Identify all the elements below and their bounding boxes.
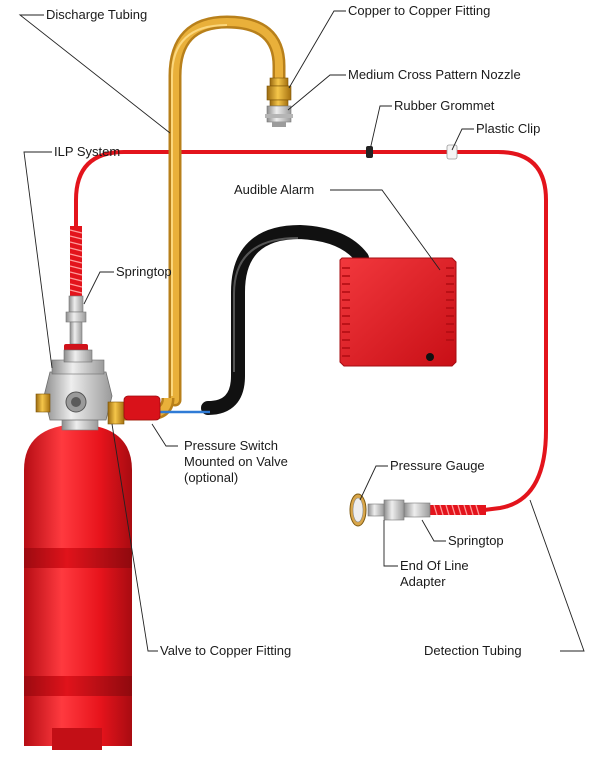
- label-plastic-clip: Plastic Clip: [476, 121, 540, 136]
- ilp-valve: [35, 349, 113, 431]
- copper-to-copper-fitting: [266, 77, 292, 107]
- label-copper-to-copper-fitting: Copper to Copper Fitting: [348, 3, 490, 18]
- pressure-gauge: [349, 493, 367, 527]
- leader-lines: [18, 10, 585, 652]
- label-rubber-grommet: Rubber Grommet: [394, 98, 495, 113]
- label-medium-cross-pattern-nozzle: Medium Cross Pattern Nozzle: [348, 67, 521, 82]
- audible-alarm: [339, 257, 457, 367]
- label-pressure-switch-line1: Pressure Switch: [184, 438, 278, 453]
- label-ilp-system: ILP System: [54, 144, 120, 159]
- end-of-line-adapter: [367, 499, 431, 521]
- valve-to-copper-fitting: [107, 401, 125, 425]
- label-springtop-bottom: Springtop: [448, 533, 504, 548]
- label-detection-tubing: Detection Tubing: [424, 643, 522, 658]
- label-pressure-switch-line2: Mounted on Valve: [184, 454, 288, 469]
- detection-tubing: [74, 150, 548, 512]
- discharge-tubing: [120, 15, 286, 421]
- label-pressure-gauge: Pressure Gauge: [390, 458, 485, 473]
- medium-cross-pattern-nozzle: [265, 105, 293, 127]
- pressure-switch: [123, 395, 161, 421]
- alarm-wire: [120, 224, 369, 415]
- label-pressure-switch-line3: (optional): [184, 470, 238, 485]
- plastic-clip: [446, 144, 458, 160]
- rubber-grommet: [366, 146, 373, 158]
- label-end-of-line-line1: End Of Line: [400, 558, 469, 573]
- agent-cylinder: [24, 424, 132, 750]
- springtop-bottom-coil: [430, 504, 486, 516]
- label-springtop-top: Springtop: [116, 264, 172, 279]
- springtop-top-fitting: [64, 295, 88, 354]
- label-audible-alarm: Audible Alarm: [234, 182, 314, 197]
- label-discharge-tubing: Discharge Tubing: [46, 7, 147, 22]
- label-end-of-line-line2: Adapter: [400, 574, 446, 589]
- label-valve-to-copper-fitting: Valve to Copper Fitting: [160, 643, 291, 658]
- springtop-top-coil: [69, 226, 83, 296]
